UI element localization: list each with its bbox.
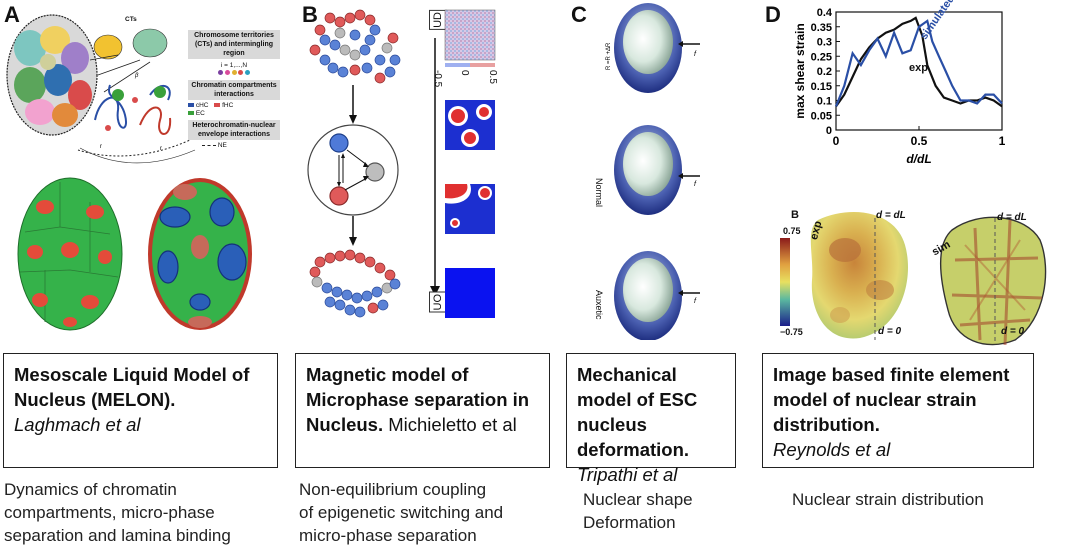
label-normal: Normal: [594, 178, 604, 208]
legend-ne-row: NE: [188, 142, 280, 149]
series-label-simulated: simulated: [918, 0, 957, 42]
panel-d-box-title: Image based finite element model of nucl…: [773, 364, 1010, 435]
y-tick-label: 0.2: [817, 66, 832, 78]
legend-index-text: i = 1,...,N: [220, 62, 248, 69]
svg-text:f: f: [694, 181, 697, 188]
panel-d-desc: Nuclear strain distribution: [792, 488, 1052, 511]
map-exp-d-top: d = dL: [876, 210, 906, 221]
series-line-simulated: [834, 19, 1003, 107]
panel-a-desc-line: Dynamics of chromatin: [4, 480, 177, 499]
svg-text:f: f: [694, 298, 697, 305]
cb-max: 0.75: [783, 226, 801, 236]
legend-fhc: fHC: [222, 102, 234, 109]
y-tick-label: 0.05: [811, 110, 832, 122]
panel-a-box-author: Laghmach et al: [14, 414, 141, 435]
panel-a-legend: CTs Chromosome territories (CTs) and int…: [125, 16, 280, 149]
panel-d-strain-maps: [780, 212, 1047, 346]
colorbar-min: -0.5: [432, 70, 443, 88]
panel-b-box: Magnetic model of Microphase separation …: [295, 353, 550, 468]
panel-c-desc: Nuclear shape Deformation: [583, 488, 743, 534]
panel-d-desc-line: Nuclear strain distribution: [792, 490, 984, 509]
panel-b-title-line2: Microphase separation in: [306, 389, 530, 410]
panel-b-desc-line: Non-equilibrium coupling: [299, 480, 487, 499]
panel-b-title-line1: Magnetic model of: [306, 364, 469, 385]
panel-c-box-author: Tripathi et al: [577, 464, 678, 485]
panel-a-desc-line: compartments, micro-phase: [4, 503, 215, 522]
y-tick-label: 0.3: [817, 37, 832, 49]
legend-ec: EC: [195, 110, 205, 117]
x-axis-label: d/dL: [906, 152, 931, 166]
cts-label: CTs: [125, 16, 137, 23]
panel-c-box-title: Mechanical model of ESC nucleus deformat…: [577, 364, 698, 460]
legend-index: i = 1,...,N: [188, 62, 280, 69]
panel-c-desc-line: Deformation: [583, 513, 676, 532]
panel-a-schematic: r r β: [6, 14, 196, 164]
panel-b-schematic: [307, 9, 440, 318]
y-tick-label: 0.1: [817, 96, 832, 108]
y-axis-label: max shear strain: [793, 23, 807, 118]
panel-b-desc-line: micro-phase separation: [299, 526, 477, 545]
panel-b-desc-line: of epigenetic switching and: [299, 503, 504, 522]
cb-min: −0.75: [780, 327, 803, 337]
legend-ec-row: EC: [188, 110, 280, 117]
panel-b-title-line3: Nucleus. Michieletto et al: [306, 412, 539, 437]
panel-c-box: Mechanical model of ESC nucleus deformat…: [566, 353, 736, 485]
colorbar-max: 0.5: [487, 70, 498, 84]
panel-d-box-author: Reynolds et al: [773, 439, 891, 460]
panel-a-desc-line: separation and lamina binding: [4, 526, 231, 545]
map-exp-d-bottom: d = 0: [878, 326, 902, 337]
legend-ne: NE: [217, 142, 227, 149]
svg-text:r: r: [160, 146, 162, 152]
series-label-exp: exp: [909, 62, 928, 74]
sub-letter-b: B: [791, 209, 799, 221]
map-sim-d-bottom: d = 0: [1001, 326, 1025, 337]
x-tick-label: 0.5: [911, 134, 928, 148]
svg-text:f: f: [694, 51, 697, 58]
panel-b-snapshots: [444, 9, 496, 318]
x-tick-label: 1: [999, 134, 1006, 148]
panel-a-letter: A: [4, 2, 20, 27]
svg-text:R =R +ΔR: R =R +ΔR: [606, 42, 612, 70]
y-tick-label: 0.25: [811, 51, 832, 63]
colorbar-mid: 0: [459, 70, 470, 76]
legend-section-envelope: Heterochromatin-nuclear envelope interac…: [188, 120, 280, 140]
panel-b-box-author: Michieletto et al: [388, 414, 517, 435]
panel-a-box-title: Mesoscale Liquid Model of Nucleus (MELON…: [14, 364, 250, 410]
map-sim-d-top: d = dL: [997, 212, 1027, 223]
y-tick-label: 0: [826, 125, 832, 137]
panel-c-nuclei: f R =R +ΔR f f: [606, 3, 700, 340]
panel-d-box: Image based finite element model of nucl…: [762, 353, 1034, 468]
panel-b-desc: Non-equilibrium coupling of epigenetic s…: [299, 478, 561, 547]
panel-a-box: Mesoscale Liquid Model of Nucleus (MELON…: [3, 353, 278, 468]
legend-chc: cHC: [195, 102, 209, 109]
legend-compartments: cHC fHC: [188, 102, 280, 109]
legend-section-ct: Chromosome territories (CTs) and intermi…: [188, 30, 280, 59]
panel-b-letter: B: [302, 2, 318, 27]
y-tick-label: 0.4: [817, 7, 833, 19]
x-tick-label: 0: [833, 134, 840, 148]
panel-a-nuclei: [17, 177, 252, 331]
legend-section-compartments: Chromatin compartments interactions: [188, 80, 280, 100]
panel-d-letter: D: [765, 2, 781, 27]
panel-b-title-bold: Nucleus.: [306, 414, 384, 435]
panel-a-desc: Dynamics of chromatin compartments, micr…: [4, 478, 284, 547]
panel-c-letter: C: [571, 2, 587, 27]
svg-text:r: r: [100, 144, 102, 150]
svg-text:β: β: [134, 73, 139, 79]
y-tick-label: 0.15: [811, 81, 832, 93]
y-tick-label: 0.35: [811, 22, 832, 34]
polymer-bottom: [309, 249, 401, 318]
legend-dots: [188, 70, 280, 77]
polymer-top: [309, 9, 401, 84]
label-auxetic: Auxetic: [594, 290, 604, 320]
panel-c-desc-line: Nuclear shape: [583, 490, 693, 509]
